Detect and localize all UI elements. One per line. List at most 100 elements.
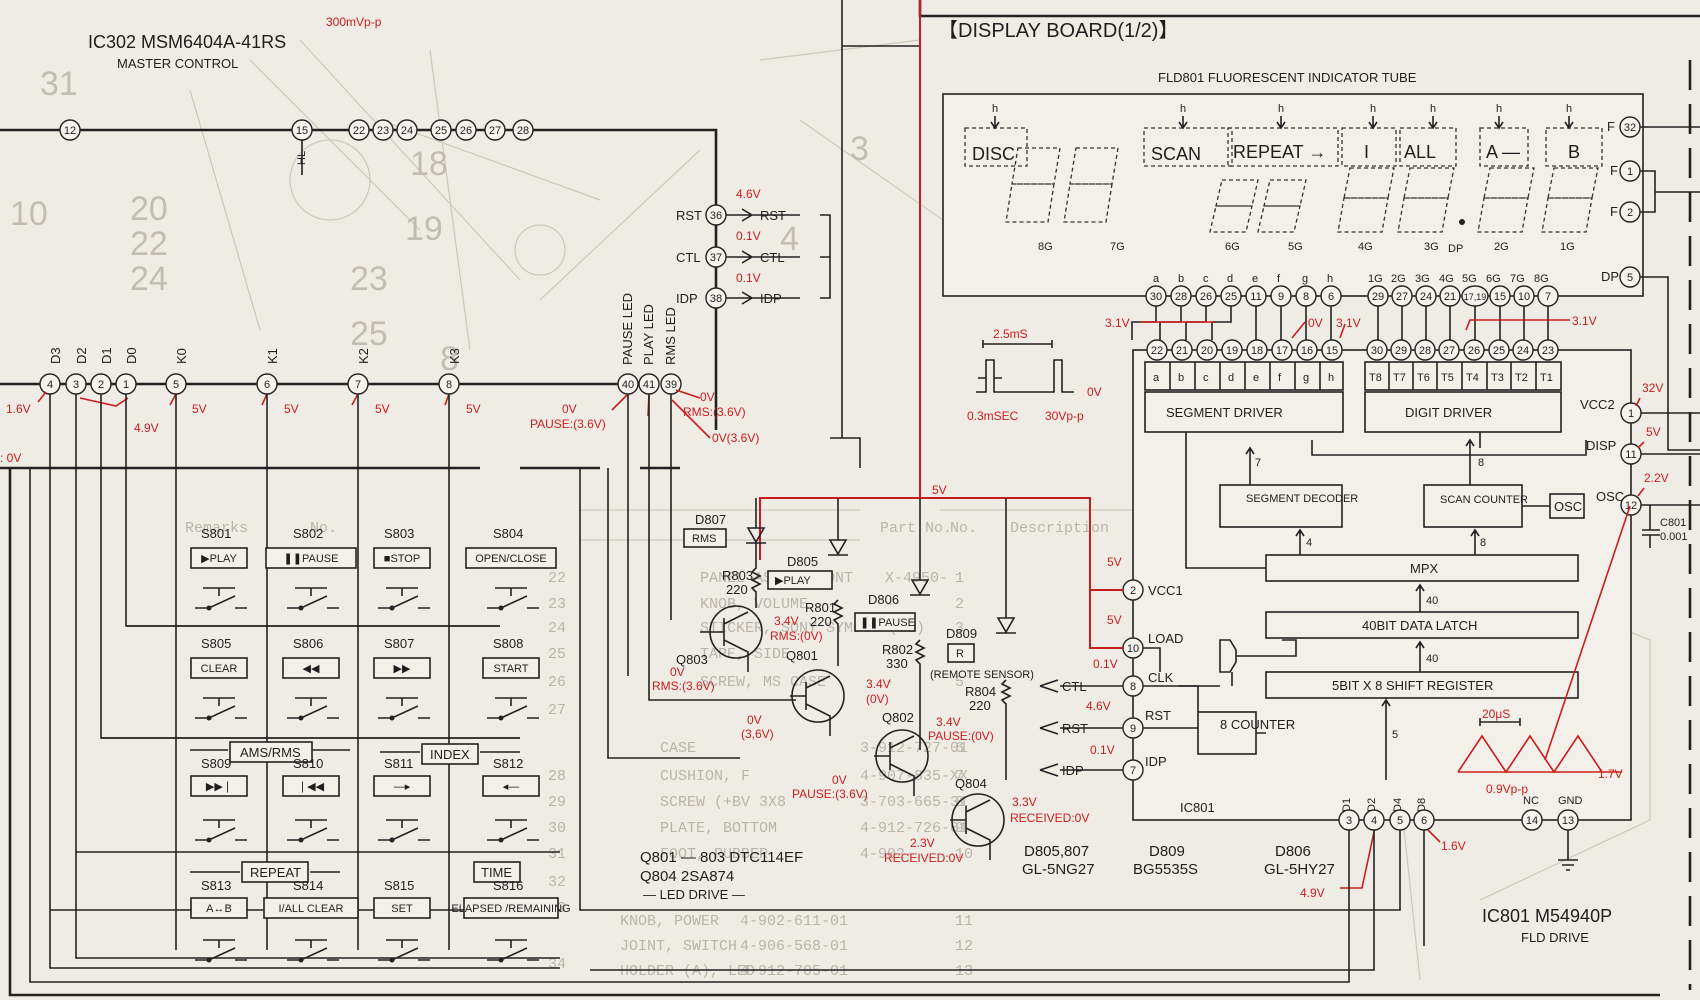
switch-ref-s807: S807 xyxy=(384,636,414,651)
svg-text:0V: 0V xyxy=(670,665,685,679)
switch-contact-s805 xyxy=(195,697,247,719)
fld-i-indicator: I xyxy=(1364,142,1369,162)
background-ghost-drawing: 31 10 20 22 24 18 19 23 25 3 4 8 No. Par… xyxy=(10,39,1651,981)
ams-rms-group-label xyxy=(229,741,313,763)
svg-text:1G: 1G xyxy=(1368,273,1383,285)
switch-node-s805 xyxy=(206,715,212,721)
svg-text:18: 18 xyxy=(1251,345,1263,357)
svg-text:6G: 6G xyxy=(1225,241,1240,253)
shift-register-block xyxy=(1265,671,1579,699)
svg-text:9: 9 xyxy=(1278,291,1284,303)
svg-text:CTL: CTL xyxy=(676,250,701,265)
svg-text:TAPE, SIDE: TAPE, SIDE xyxy=(700,646,790,663)
ghost-row-12: 12 xyxy=(955,938,973,955)
switch-key-s814 xyxy=(263,897,359,919)
svg-text:c: c xyxy=(1203,372,1209,384)
switch-node-s813 xyxy=(206,957,212,963)
svg-text:5V: 5V xyxy=(1646,425,1661,439)
svg-text:28: 28 xyxy=(1419,345,1431,357)
svg-text:F: F xyxy=(1607,119,1615,134)
svg-text:4.6V: 4.6V xyxy=(736,187,761,201)
svg-text:3.3V: 3.3V xyxy=(1012,795,1037,809)
svg-text:3G: 3G xyxy=(1415,273,1430,285)
svg-text:7: 7 xyxy=(1255,457,1261,469)
fld-disc-indicator: DISC xyxy=(972,144,1015,164)
switch-node-s816 xyxy=(498,957,504,963)
svg-text:27: 27 xyxy=(1396,291,1408,303)
ic801-bottom-pins: ID1 ID2 ID4 ID8 3 4 5 6 NC 14 GND 13 1.6… xyxy=(29,468,1612,983)
svg-text:T1: T1 xyxy=(1540,372,1553,384)
data-latch-block xyxy=(1265,611,1579,639)
svg-text:12: 12 xyxy=(1625,500,1637,512)
switch-contact-s803 xyxy=(378,587,430,609)
svg-text:30Vp-p: 30Vp-p xyxy=(1045,409,1084,423)
svg-text:DISP: DISP xyxy=(1586,438,1616,453)
svg-text:0.1V: 0.1V xyxy=(1090,743,1115,757)
svg-text:3.4V: 3.4V xyxy=(774,614,799,628)
led-type-d806: GL-5HY27 xyxy=(1264,861,1335,878)
switch-s801: S801▶PLAY xyxy=(190,526,248,611)
fld-all-indicator: ALL xyxy=(1404,142,1436,162)
svg-text:0.9Vp-p: 0.9Vp-p xyxy=(1486,782,1528,796)
svg-text:3: 3 xyxy=(73,379,79,391)
d806-led: D806 ❚❚PAUSE xyxy=(854,498,930,632)
switch-s802: S802❚❚PAUSE xyxy=(265,526,357,611)
svg-text:CTL: CTL xyxy=(760,250,785,265)
svg-text:4.9V: 4.9V xyxy=(134,421,159,435)
svg-text:26: 26 xyxy=(548,674,566,691)
svg-text:f: f xyxy=(1278,372,1282,384)
switch-label-s811: —▸ xyxy=(394,781,411,793)
svg-text:CASE: CASE xyxy=(660,740,696,757)
svg-text:41: 41 xyxy=(643,379,655,391)
svg-text:RECEIVED:0V: RECEIVED:0V xyxy=(1010,811,1089,825)
ghost-row-2: 2 xyxy=(955,596,964,613)
osc-block xyxy=(1549,493,1585,519)
svg-text:21: 21 xyxy=(1176,345,1188,357)
svg-text:RMS:(3.6V): RMS:(3.6V) xyxy=(683,405,746,419)
svg-text:T2: T2 xyxy=(1515,372,1528,384)
svg-text:h: h xyxy=(1430,103,1436,115)
switch-node-s803 xyxy=(389,605,395,611)
svg-text:10: 10 xyxy=(1127,643,1139,655)
ic302-top-pins: 12 15 22 23 24 25 26 27 28 HL xyxy=(59,119,534,175)
svg-text:2.2V: 2.2V xyxy=(1644,471,1669,485)
ic302-right-pins: 36 RST 4.6V RST 37 CTL 0.1V CTL 38 IDP 0… xyxy=(676,187,831,309)
svg-text:(REMOTE SENSOR): (REMOTE SENSOR) xyxy=(930,669,1034,681)
switch-key-s811 xyxy=(373,775,431,797)
svg-text:5: 5 xyxy=(1397,815,1403,827)
svg-text:IDP: IDP xyxy=(1145,754,1167,769)
svg-text:40: 40 xyxy=(622,379,634,391)
svg-text:LOAD: LOAD xyxy=(1148,631,1183,646)
svg-text:g: g xyxy=(1303,372,1309,384)
counter-block xyxy=(1197,711,1257,755)
switch-label-s801: ▶PLAY xyxy=(201,553,237,565)
ic302-part-number: IC302 MSM6404A-41RS xyxy=(88,32,286,52)
switch-node-s809 xyxy=(206,837,212,843)
svg-text:1.6V: 1.6V xyxy=(6,402,31,416)
svg-text:5V: 5V xyxy=(1107,555,1122,569)
svg-text:R802: R802 xyxy=(882,642,913,657)
svg-text:SEGMENT DRIVER: SEGMENT DRIVER xyxy=(1166,405,1283,420)
svg-text:IDP: IDP xyxy=(760,291,782,306)
ghost-row-5: 5 xyxy=(955,674,964,691)
svg-text:PAUSE LED: PAUSE LED xyxy=(620,293,635,365)
svg-text:8: 8 xyxy=(1130,681,1136,693)
svg-text:5BIT X 8 SHIFT REGISTER: 5BIT X 8 SHIFT REGISTER xyxy=(1332,678,1493,693)
svg-text:FOOT, RUBBER: FOOT, RUBBER xyxy=(660,846,768,863)
switch-key-s802 xyxy=(265,547,357,569)
svg-text:Q802: Q802 xyxy=(882,710,914,725)
svg-text:T7: T7 xyxy=(1393,372,1406,384)
mpx-block xyxy=(1265,554,1579,582)
svg-text:SCREW (+BV 3X8: SCREW (+BV 3X8 xyxy=(660,794,786,811)
svg-text:0V: 0V xyxy=(832,773,847,787)
svg-text:PAUSE:(3.6V): PAUSE:(3.6V) xyxy=(530,417,606,431)
switch-key-s808 xyxy=(482,657,540,679)
led-part-d809: D809 xyxy=(1149,843,1185,860)
switch-s812: S812◂— xyxy=(482,756,540,843)
svg-text:Q804: Q804 xyxy=(955,776,987,791)
svg-text:5V: 5V xyxy=(192,402,207,416)
